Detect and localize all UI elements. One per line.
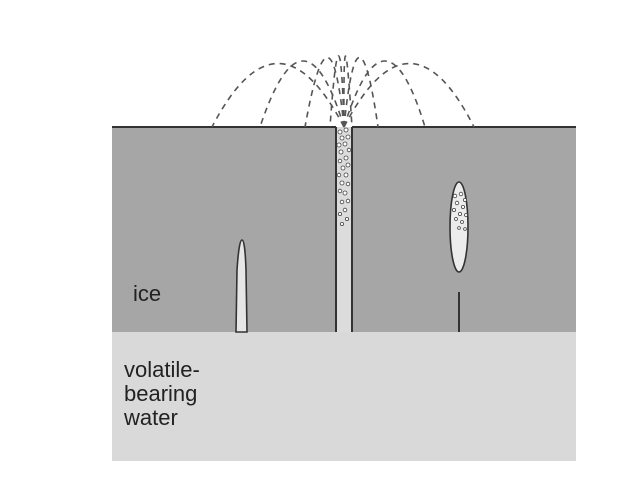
water-layer (112, 332, 576, 461)
plume-trajectories (211, 55, 475, 128)
vent-bubbles (336, 127, 352, 226)
water-label-line-2: bearing (124, 381, 198, 406)
pocket-bubbles (451, 191, 468, 231)
water-label-line-3: water (124, 405, 178, 430)
water-label: volatile- bearing water (124, 358, 264, 430)
ice-label: ice (133, 281, 162, 306)
vent-channel (336, 127, 352, 332)
water-label-line-1: volatile- (124, 357, 200, 382)
ice-crack-left (235, 239, 248, 333)
